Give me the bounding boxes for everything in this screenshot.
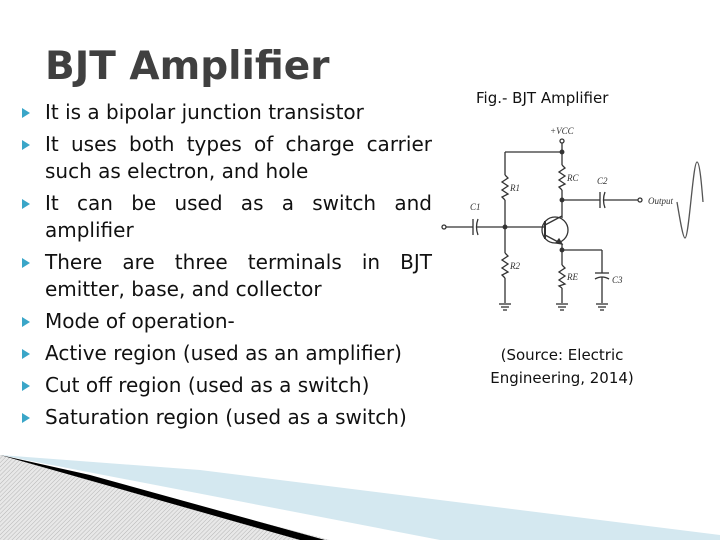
c2-label: C2 [597,176,608,186]
c3-label: C3 [612,275,623,285]
bullet-item: Cut off region (used as a switch) [22,372,432,399]
transistor-symbol [541,216,569,244]
bullet-icon [22,413,30,423]
output-label: Output [648,196,674,206]
bullet-item: It is a bipolar junction transistor [22,99,432,126]
figure-caption: Fig.- BJT Amplifier [476,89,609,107]
bullet-icon [22,381,30,391]
deco-black-wedge [0,455,325,540]
bjt-amplifier-circuit: +VCC R1 R2 RC RE C1 C2 C3 Output [441,126,704,311]
bullet-icon [22,258,30,268]
ground-icon [499,303,511,311]
re-label: RE [566,272,578,282]
bullet-item: Saturation region (used as a switch) [22,404,432,431]
slide-title: BJT Amplifier [45,44,330,89]
vcc-label: +VCC [550,126,575,136]
bullet-item: It can be used as a switch and amplifier [22,190,432,244]
bullet-icon [22,108,30,118]
bullet-icon [22,140,30,150]
bullet-icon [22,199,30,209]
bullet-icon [22,349,30,359]
ground-icon [596,303,608,311]
bullet-icon [22,317,30,327]
bullet-item: There are three terminals in BJT emitter… [22,249,432,303]
bullet-item: It uses both types of charge carrier suc… [22,131,432,185]
ground-icon [556,303,568,311]
bullet-item: Active region (used as an amplifier) [22,340,432,367]
bullet-item: Mode of operation- [22,308,432,335]
output-sine-wave [676,161,704,239]
r2-label: R2 [509,261,520,271]
figure-source: (Source: Electric Engineering, 2014) [490,346,634,387]
r1-label: R1 [509,183,520,193]
deco-light-blue-wedge [0,455,720,540]
c1-label: C1 [470,202,481,212]
bullet-list: It is a bipolar junction transistor It u… [22,99,432,436]
rc-label: RC [566,173,579,183]
